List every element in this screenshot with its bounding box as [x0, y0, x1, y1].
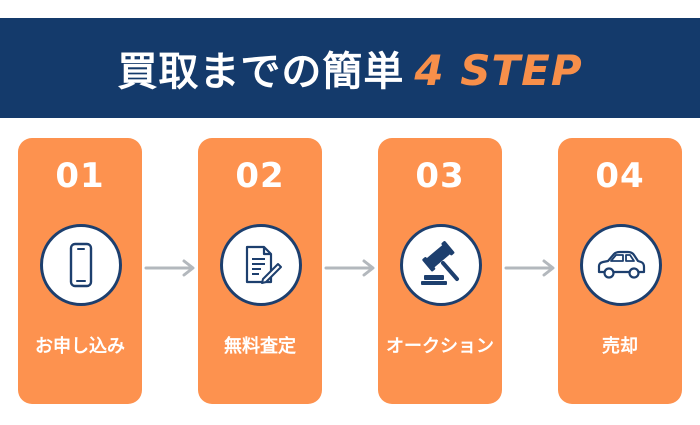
step-icon-circle [580, 224, 662, 306]
arrow-right-icon [144, 259, 195, 277]
step-number: 02 [235, 156, 285, 196]
step-card-1: 01 お申し込み [18, 138, 142, 404]
step-label: 無料査定 [224, 336, 296, 357]
arrow-right-icon [504, 259, 555, 277]
document-pen-icon [245, 245, 282, 284]
arrow-right-icon [324, 259, 375, 277]
car-icon [597, 250, 646, 279]
step-label: オークション [386, 336, 494, 357]
step-number: 01 [55, 156, 105, 196]
page-title: 買取までの簡単 4 STEP [117, 39, 582, 97]
title-accent: 4 STEP [414, 46, 583, 95]
step-card-2: 02 無料査定 [198, 138, 322, 404]
step-label: お申し込み [35, 336, 125, 357]
step-label: 売却 [602, 336, 638, 357]
gavel-icon [421, 241, 459, 285]
step-number: 04 [595, 156, 645, 196]
step-icon-circle [40, 224, 122, 306]
title-main: 買取までの簡単 [117, 49, 405, 95]
step-number: 03 [415, 156, 465, 196]
step-card-4: 04 売却 [558, 138, 682, 404]
step-icon-circle [400, 224, 482, 306]
smartphone-icon [69, 242, 93, 288]
header-banner: 買取までの簡単 4 STEP [0, 18, 700, 118]
step-icon-circle [220, 224, 302, 306]
step-card-3: 03 オークション [378, 138, 502, 404]
